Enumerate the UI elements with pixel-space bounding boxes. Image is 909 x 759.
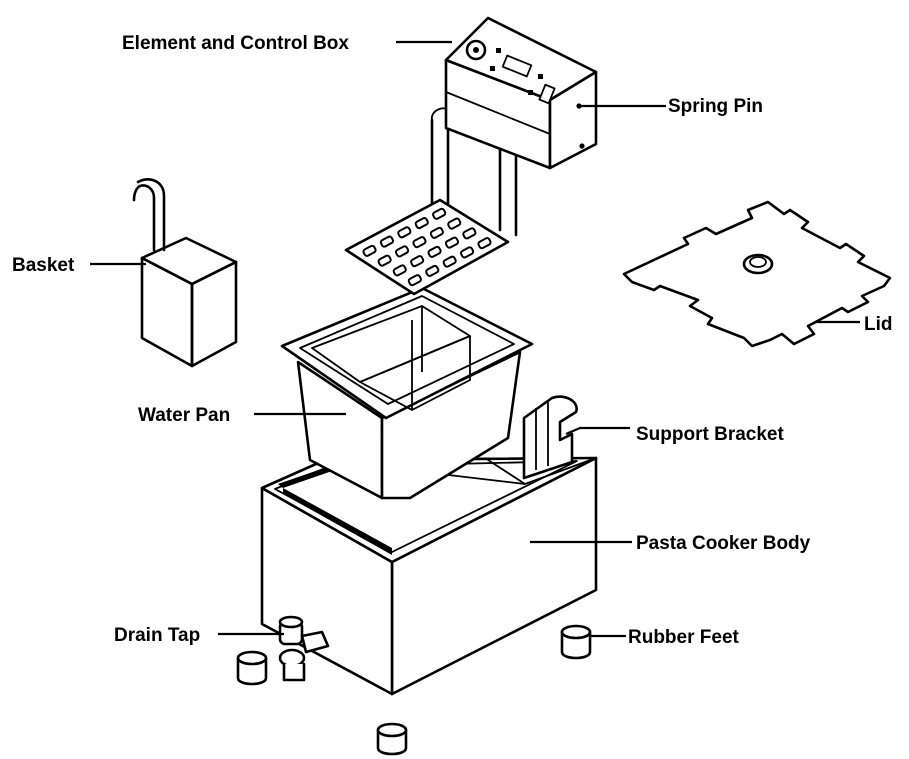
element-plate-hole [392,264,407,277]
element-plate-hole [414,217,429,230]
element-plate-hole [407,274,422,287]
element-plate-hole [442,255,457,268]
element-plate-hole [460,246,475,259]
leader-lines [90,40,860,638]
drain-tap [278,615,330,682]
element-plate-hole [429,226,444,239]
element-plate-hole [447,217,462,230]
rubber-foot-left [236,650,268,686]
label-element-and-control-box: Element and Control Box [122,33,349,54]
label-drain-tap: Drain Tap [114,625,200,646]
element-plate-hole [462,227,477,240]
element-plate-hole [425,264,440,277]
element-plate-hole [432,207,447,220]
label-lid: Lid [864,314,893,335]
element-plate [344,198,510,296]
element-plate-hole [394,245,410,258]
element-plate-hole [444,236,460,249]
element-plate-hole [412,236,427,249]
rubber-foot-right [560,624,592,660]
label-basket: Basket [12,255,75,276]
control-box [430,16,598,237]
element-plate-hole [362,244,377,257]
label-rubber-feet: Rubber Feet [628,627,740,648]
element-plate-hole [377,254,392,267]
element-plate-hole [410,255,425,268]
basket [132,178,238,368]
label-pasta-cooker-body: Pasta Cooker Body [636,533,811,554]
element-plate-hole [397,226,412,239]
pasta-cooker-body [260,456,598,696]
element-plate-hole [427,245,442,258]
support-bracket [522,395,578,480]
element-plate-hole [379,235,394,248]
label-support-bracket: Support Bracket [636,424,784,445]
water-pan [280,286,534,500]
lid [622,200,892,348]
element-plate-hole [477,237,492,250]
rubber-foot-bottom [376,722,408,756]
label-spring-pin: Spring Pin [668,96,763,117]
label-water-pan: Water Pan [138,405,230,426]
